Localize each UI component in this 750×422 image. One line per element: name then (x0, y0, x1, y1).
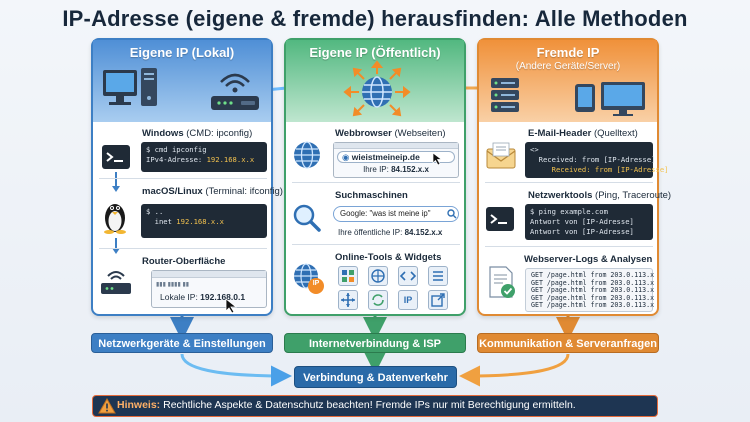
search-result-readout: Ihre öffentliche IP: 84.152.x.x (338, 228, 443, 237)
ping-terminal-output: $ ping example.com Antwort von [IP-Adres… (525, 204, 653, 240)
globe-ip-badge-icon (294, 263, 324, 294)
router-local-ip-readout: Lokale IP: 192.168.0.1 (160, 292, 246, 302)
public-category-box: Internetverbindung & ISP (284, 333, 466, 353)
search-query-input[interactable]: Google: "was ist meine ip" (333, 206, 459, 222)
search-section-title: Suchmaschinen (335, 190, 408, 201)
tool-external-link-widget[interactable] (428, 290, 448, 310)
mac-linux-section-title: macOS/Linux (Terminal: ifconfig) (142, 186, 283, 197)
email-header-section-title: E-Mail-Header (Quelltext) (528, 128, 638, 139)
network-tools-section-title: Netzwerktools (Ping, Traceroute) (528, 190, 672, 201)
column-foreign-title: Fremde IP (536, 45, 600, 60)
cursor-icon (432, 152, 443, 166)
arrow-down-icon (112, 172, 120, 192)
terminal-icon (102, 145, 130, 169)
tool-move-widget[interactable] (338, 290, 358, 310)
email-envelope-icon (486, 142, 516, 169)
log-file-check-icon (489, 266, 515, 298)
column-public-ip: Eigene IP (Öffentlich) Webbrowser (Webse… (284, 38, 466, 316)
mac-linux-terminal-output: $ .. inet 192.168.x.x (141, 204, 267, 238)
browser-ip-readout: Ihre IP: 84.152.x.x (363, 165, 429, 174)
column-foreign-ip: Fremde IP (Andere Geräte/Server) E-Mail-… (477, 38, 671, 316)
hint-banner: Hinweis: Rechtliche Aspekte & Datenschut… (92, 395, 658, 417)
router-wifi-icon (211, 73, 259, 110)
ip-badge-label: IP (312, 280, 320, 287)
linux-penguin-icon (104, 204, 126, 234)
terminal-icon (486, 207, 514, 231)
globe-network-icon (343, 60, 411, 117)
cursor-icon (225, 298, 238, 314)
local-category-box: Netzwerkgeräte & Einstellungen (91, 333, 273, 353)
hint-label: Hinweis: (117, 399, 161, 411)
router-section-title: Router-Oberfläche (142, 256, 226, 267)
webserver-logs-section-title: Webserver-Logs & Analysen (524, 254, 653, 265)
browser-address-bar[interactable]: ◉ wieistmeineip.de (337, 151, 455, 163)
tool-ip-widget[interactable]: IP (398, 290, 418, 310)
desktop-computer-icon (103, 68, 157, 106)
magnifier-icon (293, 204, 321, 232)
arrow-down-icon (112, 238, 120, 254)
online-tools-section-title: Online-Tools & Widgets (335, 252, 442, 263)
devices-icon (575, 82, 645, 116)
column-public-title: Eigene IP (Öffentlich) (309, 45, 441, 60)
foreign-category-box: Kommunikation & Serveranfragen (477, 333, 659, 353)
column-local-ip: Eigene IP (Lokal) Windo (91, 38, 283, 316)
tool-code-widget[interactable] (398, 266, 418, 286)
warning-icon (98, 397, 116, 414)
globe-icon (294, 141, 320, 169)
column-foreign-subtitle: (Andere Geräte/Server) (515, 61, 621, 72)
search-icon (447, 209, 457, 219)
tool-list-widget[interactable] (428, 266, 448, 286)
webbrowser-section-title: Webbrowser (Webseiten) (335, 128, 446, 139)
windows-section-title: Windows (CMD: ipconfig) (142, 128, 253, 139)
email-header-source: <> Received: from [IP-Adresse] Received:… (525, 142, 668, 178)
page-title: IP-Adresse (eigene & fremde) herausfinde… (62, 6, 688, 31)
router-admin-window: ▮▮▮ ▮▮▮▮ ▮▮ Lokale IP: 192.168.0.1 (151, 270, 267, 308)
connection-traffic-box: Verbindung & Datenverkehr (294, 366, 457, 388)
tool-grid-widget[interactable] (338, 266, 358, 286)
column-local-header: Eigene IP (Lokal) (93, 40, 271, 122)
webserver-log-lines: GET /page.html from 203.0.113.x GET /pag… (525, 268, 654, 312)
column-local-title: Eigene IP (Lokal) (129, 45, 235, 60)
column-foreign-header: Fremde IP (Andere Geräte/Server) (479, 40, 657, 122)
browser-window: ◉ wieistmeineip.de Ihre IP: 84.152.x.x (333, 142, 459, 178)
windows-terminal-output: $ cmd ipconfig IPv4-Adresse: 192.168.x.x (141, 142, 267, 172)
tool-sync-widget[interactable] (368, 290, 388, 310)
server-rack-icon (491, 78, 519, 112)
hint-text: Rechtliche Aspekte & Datenschutz beachte… (160, 399, 576, 411)
tool-network-widget[interactable] (368, 266, 388, 286)
column-public-header: Eigene IP (Öffentlich) (286, 40, 464, 122)
router-icon (101, 271, 131, 294)
